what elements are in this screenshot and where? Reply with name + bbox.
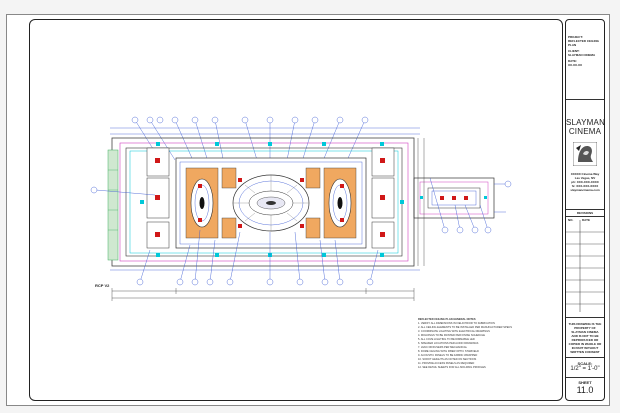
note-line: 2. ALL CEILING ELEMENTS TO BE INSTALLED … — [418, 326, 513, 329]
project-line: PLAN — [568, 43, 577, 47]
note-line: 9. ACOUSTIC PANELS TO BE FABRIC WRAPPED — [418, 354, 478, 357]
general-notes: REFLECTED CEILING PLAN GENERAL NOTES 1. … — [418, 318, 523, 370]
note-line: 10. SOFFIT HEIGHTS AS NOTED ON SECTIONS — [418, 358, 477, 361]
scale-block: SCALE: 1/2" = 1'-0" — [566, 358, 604, 378]
website-line: slaymancinema.com — [570, 188, 600, 192]
date-line: DATE: — [568, 59, 577, 63]
disclaimer: THIS DRAWING IS THE PROPERTY OF SLAYMAN … — [566, 318, 604, 358]
brand-name-line2: CINEMA — [568, 127, 602, 136]
project-info: PROJECT: REFLECTED CEILING PLAN CLIENT: … — [566, 20, 604, 100]
note-line: 3. COORDINATE LIGHTING WITH ELECTRICAL D… — [418, 330, 490, 333]
project-line: REFLECTED CEILING — [568, 39, 600, 43]
rev-col-date: DATE — [582, 218, 590, 222]
phone-line: ph: XXX-XXX-XXXX — [571, 180, 599, 184]
client-line: CLIENT: — [568, 49, 580, 53]
logo-face-icon — [573, 142, 597, 166]
plan-label: RCP V2 — [95, 283, 110, 288]
project-line: PROJECT: — [568, 35, 583, 39]
scale-label: SCALE: — [577, 361, 593, 366]
title-block: PROJECT: REFLECTED CEILING PLAN CLIENT: … — [565, 19, 605, 401]
note-line: 8. DOME CEILING WITH FIBER OPTIC STARFIE… — [418, 350, 479, 353]
note-line: 6. SPEAKER LOCATIONS PER AUDIO DRAWINGS — [418, 342, 479, 345]
note-line: 12. SEE DETAIL SHEETS FOR ALL MOLDING PR… — [418, 366, 486, 369]
brand-block: SLAYMAN CINEMA XXXXX Cinema Way Las Vega… — [566, 100, 604, 210]
address-line: XXXXX Cinema Way — [570, 172, 600, 176]
drawing-sheet: PROJECT: REFLECTED CEILING PLAN CLIENT: … — [6, 14, 610, 406]
drawing-frame — [29, 19, 563, 401]
sheet-number: 11.0 — [576, 385, 594, 395]
scale-value: 1/2" = 1'-0" — [570, 366, 600, 372]
sheet-block: SHEET 11.0 — [566, 378, 604, 400]
revisions-table: REVISIONS NO. DATE — [566, 210, 604, 318]
rev-col-no: NO. — [568, 218, 574, 222]
note-line: 7. HVAC DIFFUSERS PER MECHANICAL — [418, 346, 468, 349]
revisions-grid — [566, 220, 604, 312]
revisions-header: REVISIONS — [566, 210, 604, 217]
note-line: 1. VERIFY ALL DIMENSIONS IN FIELD PRIOR … — [418, 322, 495, 325]
date-line: XX-XX-XX — [568, 63, 583, 67]
fax-line: fx: XXX-XXX-XXXX — [571, 184, 599, 188]
note-line: 11. PROVIDE ACCESS PANELS AS REQUIRED — [418, 362, 475, 365]
note-line: 5. ALL COVE LIGHTING TO BE DIMMABLE LED — [418, 338, 475, 341]
note-line: 4. MOLDINGS TO BE PAINTED PER FINISH SCH… — [418, 334, 486, 337]
brand-name-line1: SLAYMAN — [566, 118, 605, 127]
client-line: SLAYMAN CINEMA — [568, 53, 596, 57]
notes-title: REFLECTED CEILING PLAN GENERAL NOTES — [418, 318, 476, 321]
address-line: Las Vegas, NV — [574, 176, 596, 180]
sheet-label: SHEET — [578, 380, 592, 385]
